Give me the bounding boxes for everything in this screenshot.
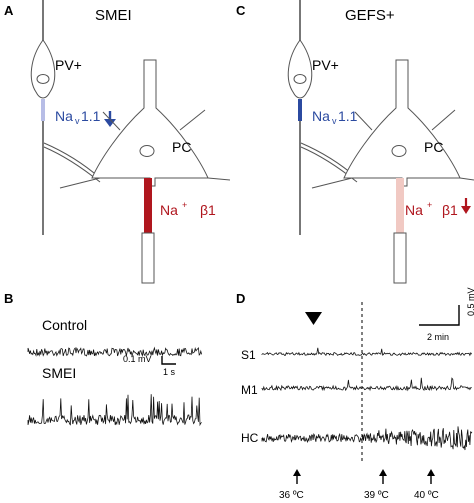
pv-label-c: PV+ bbox=[312, 57, 339, 73]
svg-text:+: + bbox=[427, 200, 432, 210]
control-trace bbox=[27, 346, 202, 358]
scale-bar-lines bbox=[161, 356, 176, 365]
nav-ais-dark bbox=[298, 99, 302, 121]
scale-bar-b: 0.1 mV 1 s bbox=[123, 354, 176, 377]
svg-text:Na: Na bbox=[160, 202, 178, 218]
scale-bar-t-d: 2 min bbox=[427, 332, 449, 342]
svg-text:40 ºC: 40 ºC bbox=[414, 490, 439, 501]
nav-ais-light bbox=[41, 99, 45, 121]
panel-c-title: GEFS+ bbox=[345, 7, 395, 24]
temp-marker-36: 36 ºC bbox=[279, 469, 304, 501]
pv-soma bbox=[30, 39, 56, 99]
down-arrow-head-icon bbox=[461, 206, 471, 214]
smei-trace bbox=[27, 394, 202, 427]
svg-text:v: v bbox=[75, 116, 80, 126]
row-label-s1: S1 bbox=[241, 348, 256, 362]
pc-label-c: PC bbox=[424, 139, 443, 155]
svg-text:36 ºC: 36 ºC bbox=[279, 490, 304, 501]
panel-a-title: SMEI bbox=[95, 7, 132, 24]
pc-axon-tube bbox=[141, 232, 155, 284]
pv-nucleus bbox=[36, 74, 50, 84]
pc-side-dendrites bbox=[102, 109, 206, 131]
svg-text:β1: β1 bbox=[442, 202, 458, 218]
pc-nucleus bbox=[139, 145, 155, 157]
svg-text:39 ºC: 39 ºC bbox=[364, 490, 389, 501]
svg-text:+: + bbox=[182, 200, 187, 210]
na-beta1-label-a: Na + β1 bbox=[160, 200, 216, 218]
panel-b-letter: B bbox=[4, 291, 13, 306]
row-label-hc: HC bbox=[241, 431, 259, 445]
up-arrow-icon bbox=[427, 469, 435, 476]
scale-bar-t: 1 s bbox=[163, 367, 176, 377]
pc-neuron-a bbox=[59, 59, 231, 284]
pv-neuron-a bbox=[30, 0, 101, 235]
svg-text:Na: Na bbox=[55, 108, 73, 124]
na-beta1-ais-light bbox=[396, 178, 404, 233]
svg-text:v: v bbox=[332, 116, 337, 126]
m1-trace bbox=[261, 377, 472, 392]
pv-neuron-c bbox=[287, 0, 358, 235]
scale-bar-v: 0.1 mV bbox=[123, 354, 152, 364]
smei-label: SMEI bbox=[42, 365, 76, 381]
row-label-m1: M1 bbox=[241, 383, 258, 397]
panel-c-letter: C bbox=[236, 3, 246, 18]
svg-text:Na: Na bbox=[405, 202, 423, 218]
down-arrow-head-icon bbox=[104, 119, 116, 127]
scale-bar-d: 0.5 mV 2 min bbox=[419, 287, 474, 342]
panel-d-letter: D bbox=[236, 291, 245, 306]
s1-trace bbox=[261, 347, 473, 357]
svg-text:1.1: 1.1 bbox=[81, 108, 101, 124]
pc-soma bbox=[91, 59, 209, 187]
panel-a-letter: A bbox=[4, 3, 14, 18]
svg-text:Na: Na bbox=[312, 108, 330, 124]
pc-neuron-c bbox=[311, 59, 474, 284]
na-beta1-ais bbox=[144, 178, 152, 233]
pc-soma-c bbox=[343, 59, 461, 187]
hc-trace bbox=[261, 426, 473, 451]
pc-label-a: PC bbox=[172, 139, 191, 155]
svg-text:β1: β1 bbox=[200, 202, 216, 218]
svg-text:1.1: 1.1 bbox=[338, 108, 358, 124]
panel-b: B Control SMEI 0.1 mV 1 s bbox=[4, 291, 202, 427]
scale-bar-v-d: 0.5 mV bbox=[466, 287, 474, 316]
pv-axon-branch bbox=[43, 142, 101, 183]
panel-c: C GEFS+ PV+ Na v 1.1 PC Na + β1 bbox=[236, 0, 474, 284]
pv-label-a: PV+ bbox=[55, 57, 82, 73]
temp-marker-39: 39 ºC bbox=[364, 469, 389, 501]
pc-basal-dendrites bbox=[59, 177, 231, 189]
temp-marker-40: 40 ºC bbox=[414, 469, 439, 501]
panel-a: A SMEI PV+ Na v 1.1 PC bbox=[4, 0, 231, 284]
nav-label-c: Na v 1.1 bbox=[312, 108, 358, 126]
panel-d: D 0.5 mV 2 min S1 M1 HC 36 ºC 39 ºC 40 º… bbox=[236, 287, 474, 501]
nav-label-a: Na v 1.1 bbox=[55, 108, 101, 126]
na-beta1-label-c: Na + β1 bbox=[405, 200, 458, 218]
control-label: Control bbox=[42, 317, 87, 333]
pv-soma-c bbox=[287, 39, 313, 99]
triangle-marker-icon bbox=[305, 312, 322, 325]
up-arrow-icon bbox=[379, 469, 387, 476]
up-arrow-icon bbox=[293, 469, 301, 476]
